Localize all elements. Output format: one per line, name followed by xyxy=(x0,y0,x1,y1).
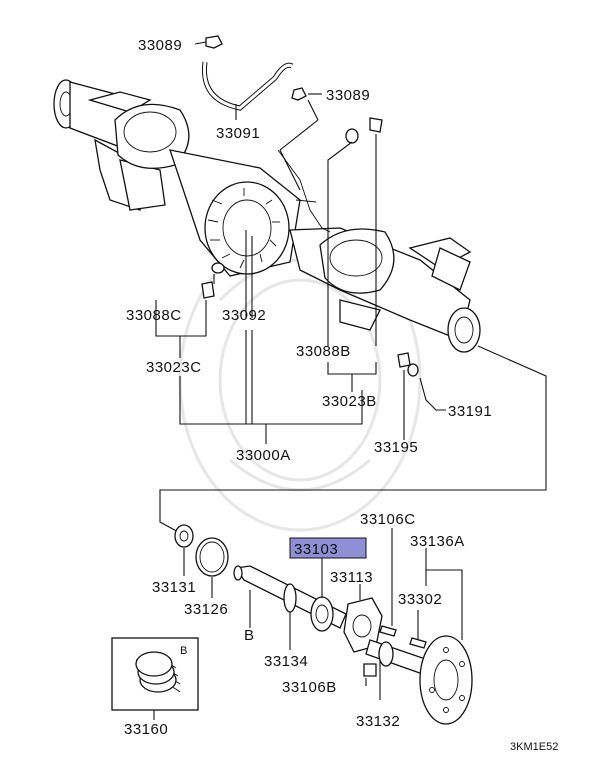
label-33136A[interactable]: 33136A xyxy=(410,533,465,550)
carrier-studs xyxy=(207,188,280,269)
label-33126[interactable]: 33126 xyxy=(184,601,228,618)
label-33023C[interactable]: 33023C xyxy=(146,359,202,376)
label-33195[interactable]: 33195 xyxy=(374,439,418,456)
leader-lines xyxy=(155,41,547,535)
label-33191[interactable]: 33191 xyxy=(448,403,492,420)
breather-parts xyxy=(201,35,419,377)
label-33089-top[interactable]: 33089 xyxy=(138,37,182,54)
label-33088B[interactable]: 33088B xyxy=(296,343,351,360)
label-33131[interactable]: 33131 xyxy=(152,579,196,596)
label-33000A[interactable]: 33000A xyxy=(236,447,291,464)
label-33088C[interactable]: 33088C xyxy=(126,307,182,324)
label-33092[interactable]: 33092 xyxy=(222,307,266,324)
half-shaft-leaders xyxy=(183,528,463,700)
ref-b-box-label: B xyxy=(180,645,187,657)
label-33160[interactable]: 33160 xyxy=(124,721,168,738)
part-labels: 33089 33091 33089 33088C 33092 33088B 33… xyxy=(124,37,558,753)
label-33023B[interactable]: 33023B xyxy=(322,393,377,410)
half-shaft-parts xyxy=(174,524,473,725)
label-33103[interactable]: 33103 xyxy=(294,541,338,558)
label-33106C[interactable]: 33106C xyxy=(360,511,416,528)
label-33089-right[interactable]: 33089 xyxy=(326,87,370,104)
label-33106B[interactable]: 33106B xyxy=(282,679,337,696)
label-33113[interactable]: 33113 xyxy=(330,569,373,586)
spring-coils xyxy=(135,651,181,693)
figure-code: 3KM1E52 xyxy=(510,741,558,753)
label-33302[interactable]: 33302 xyxy=(398,591,442,608)
label-33134[interactable]: 33134 xyxy=(264,653,308,670)
axle-housing xyxy=(53,79,481,353)
highlight-33103 xyxy=(289,537,367,559)
label-33132[interactable]: 33132 xyxy=(356,713,400,730)
ref-b-shaft-label: B xyxy=(244,627,255,644)
spring-box xyxy=(111,637,199,720)
label-33091[interactable]: 33091 xyxy=(216,125,260,142)
